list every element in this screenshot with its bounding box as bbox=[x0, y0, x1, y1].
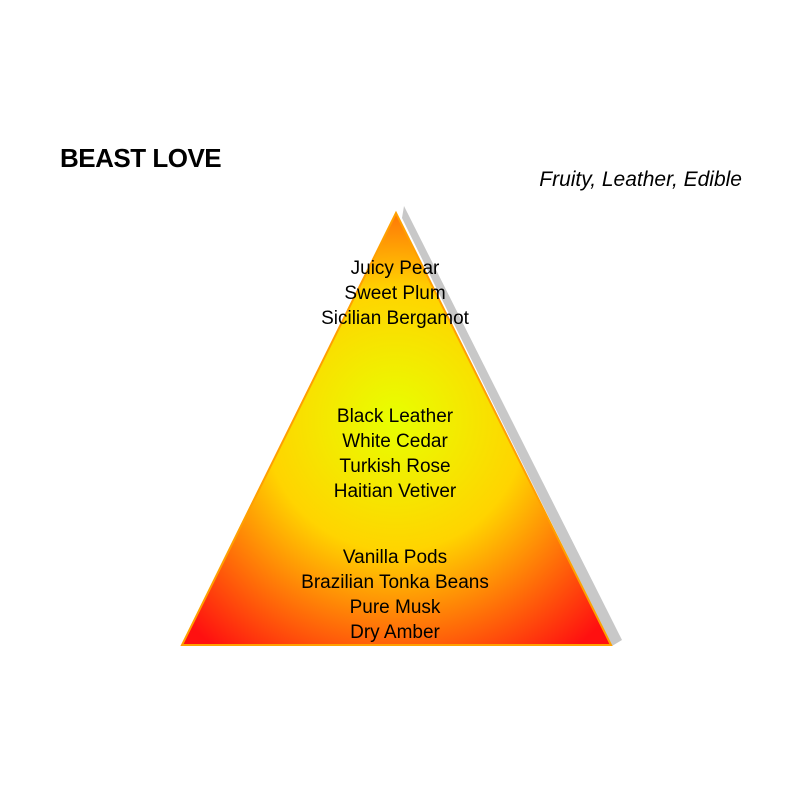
base-notes-tier: Vanilla Pods Brazilian Tonka Beans Pure … bbox=[200, 545, 590, 645]
pyramid-triangle bbox=[180, 210, 613, 646]
note-label: Sweet Plum bbox=[344, 283, 446, 304]
note-label: Vanilla Pods bbox=[342, 547, 448, 568]
note-label: Haitian Vetiver bbox=[333, 481, 457, 502]
note-label: Turkish Rose bbox=[339, 456, 451, 477]
note-label: Juicy Pear bbox=[350, 258, 440, 279]
pyramid-shadow bbox=[402, 206, 622, 646]
page-title: BEAST LOVE bbox=[60, 143, 222, 173]
note-label: Black Leather bbox=[336, 406, 454, 427]
top-notes-tier: Juicy Pear Sweet Plum Sicilian Bergamot bbox=[200, 256, 590, 331]
note-label: Pure Musk bbox=[349, 597, 441, 618]
note-label: Sicilian Bergamot bbox=[321, 308, 469, 329]
note-label: White Cedar bbox=[342, 431, 448, 452]
heart-notes-tier: Black Leather White Cedar Turkish Rose H… bbox=[200, 404, 590, 504]
note-label: Dry Amber bbox=[350, 622, 440, 643]
note-label: Brazilian Tonka Beans bbox=[301, 572, 489, 593]
page-subtitle: Fruity, Leather, Edible bbox=[539, 168, 742, 191]
